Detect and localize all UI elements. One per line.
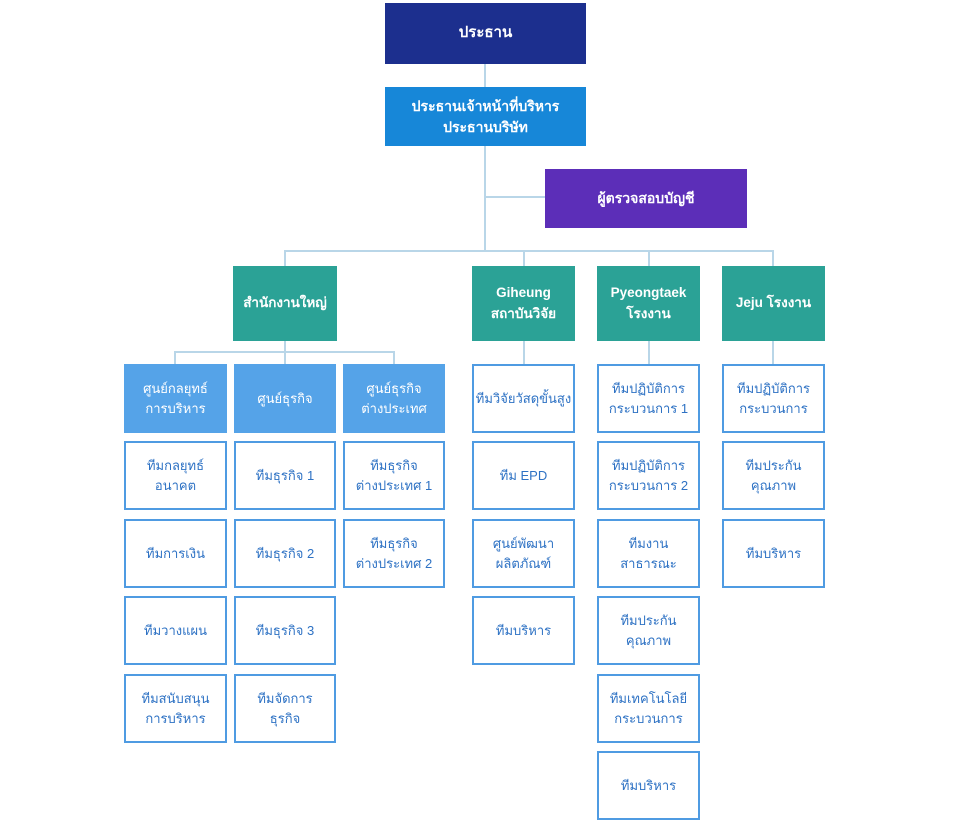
connector-chairman-ceo bbox=[484, 64, 486, 87]
team-future-strategy: ทีมกลยุทธ์ อนาคต bbox=[124, 441, 227, 510]
team-admin-giheung: ทีมบริหาร bbox=[472, 596, 575, 665]
team-finance: ทีมการเงิน bbox=[124, 519, 227, 588]
team-epd: ทีม EPD bbox=[472, 441, 575, 510]
node-chairman: ประธาน bbox=[385, 3, 586, 64]
team-quality-assurance-jeju: ทีมประกัน คุณภาพ bbox=[722, 441, 825, 510]
team-process-operation-2: ทีมปฏิบัติการ กระบวนการ 2 bbox=[597, 441, 700, 510]
connector-drop-center-overseas bbox=[393, 353, 395, 364]
connector-drop-pyeongtaek bbox=[648, 252, 650, 266]
team-process-technology: ทีมเทคโนโลยี กระบวนการ bbox=[597, 674, 700, 743]
connector-pyeongtaek-teams bbox=[648, 341, 650, 364]
team-process-operation-1: ทีมปฏิบัติการ กระบวนการ 1 bbox=[597, 364, 700, 433]
connector-drop-jeju bbox=[772, 252, 774, 266]
node-center-strategy: ศูนย์กลยุทธ์ การบริหาร bbox=[124, 364, 227, 433]
team-management-support: ทีมสนับสนุน การบริหาร bbox=[124, 674, 227, 743]
team-business-2: ทีมธุรกิจ 2 bbox=[234, 519, 336, 588]
node-center-business: ศูนย์ธุรกิจ bbox=[234, 364, 336, 433]
connector-drop-center-business bbox=[284, 353, 286, 364]
connector-divisions-rail bbox=[284, 250, 774, 252]
team-planning: ทีมวางแผน bbox=[124, 596, 227, 665]
node-division-giheung: Giheung สถาบันวิจัย bbox=[472, 266, 575, 341]
team-overseas-business-1: ทีมธุรกิจ ต่างประเทศ 1 bbox=[343, 441, 445, 510]
connector-jeju-teams bbox=[772, 341, 774, 364]
node-ceo: ประธานเจ้าหน้าที่บริหาร ประธานบริษัท bbox=[385, 87, 586, 146]
team-advanced-materials-research: ทีมวิจัยวัสดุขั้นสูง bbox=[472, 364, 575, 433]
team-business-1: ทีมธุรกิจ 1 bbox=[234, 441, 336, 510]
node-division-jeju: Jeju โรงงาน bbox=[722, 266, 825, 341]
connector-drop-giheung bbox=[523, 252, 525, 266]
connector-giheung-teams bbox=[523, 341, 525, 364]
connector-centers-rail bbox=[174, 351, 395, 353]
connector-drop-center-strategy bbox=[174, 353, 176, 364]
team-public-works: ทีมงาน สาธารณะ bbox=[597, 519, 700, 588]
node-center-overseas: ศูนย์ธุรกิจ ต่างประเทศ bbox=[343, 364, 445, 433]
team-product-development-center: ศูนย์พัฒนา ผลิตภัณฑ์ bbox=[472, 519, 575, 588]
node-division-pyeongtaek: Pyeongtaek โรงงาน bbox=[597, 266, 700, 341]
team-process-operation-jeju: ทีมปฏิบัติการ กระบวนการ bbox=[722, 364, 825, 433]
team-quality-assurance-pyeongtaek: ทีมประกัน คุณภาพ bbox=[597, 596, 700, 665]
connector-drop-hq bbox=[284, 252, 286, 266]
connector-ceo-trunk bbox=[484, 146, 486, 252]
node-auditor: ผู้ตรวจสอบบัญชี bbox=[545, 169, 747, 228]
team-admin-pyeongtaek: ทีมบริหาร bbox=[597, 751, 700, 820]
node-division-hq: สำนักงานใหญ่ bbox=[233, 266, 337, 341]
team-admin-jeju: ทีมบริหาร bbox=[722, 519, 825, 588]
connector-hq-stub bbox=[284, 341, 286, 351]
team-business-3: ทีมธุรกิจ 3 bbox=[234, 596, 336, 665]
team-overseas-business-2: ทีมธุรกิจ ต่างประเทศ 2 bbox=[343, 519, 445, 588]
connector-auditor-stub bbox=[484, 196, 545, 198]
team-business-management: ทีมจัดการ ธุรกิจ bbox=[234, 674, 336, 743]
